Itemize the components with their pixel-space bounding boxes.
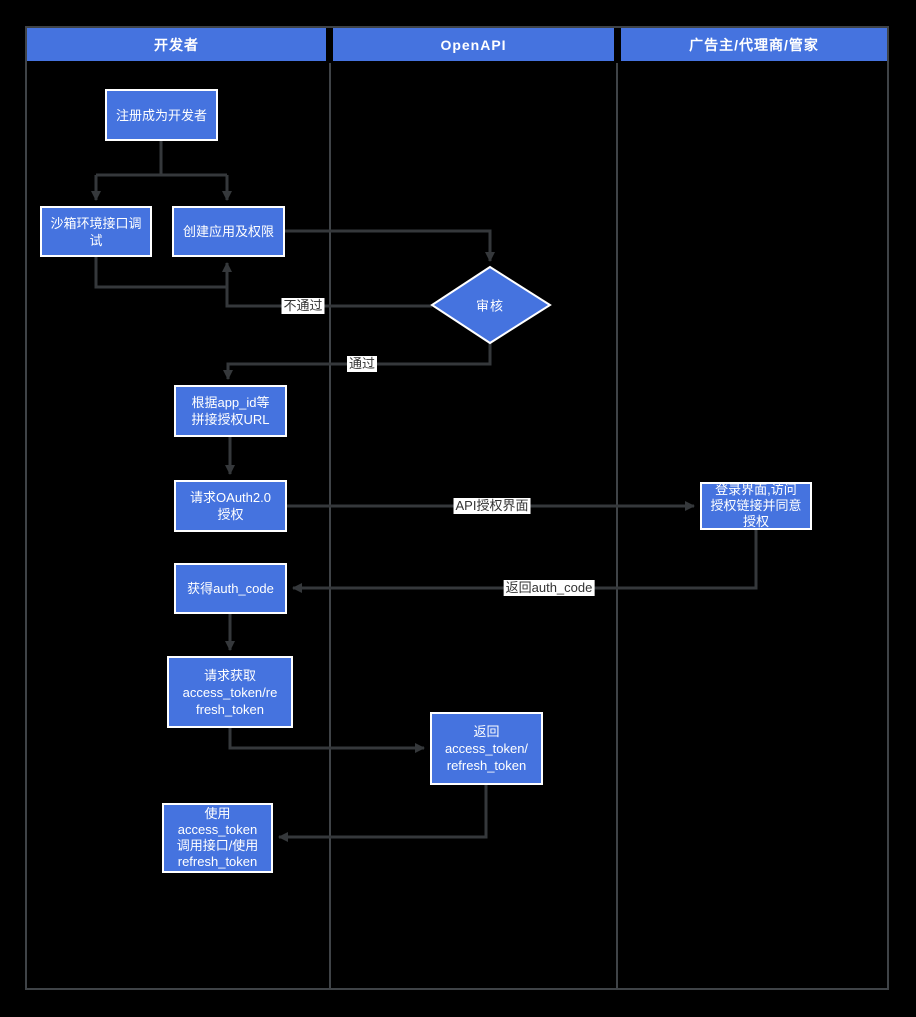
lane-header-openapi: OpenAPI — [333, 28, 614, 61]
node-build-auth-url: 根据app_id等 拼接授权URL — [174, 385, 287, 437]
node-request-token-label: 请求获取 access_token/re fresh_token — [182, 667, 278, 717]
node-return-token-label: 返回 access_token/ refresh_token — [444, 724, 529, 773]
edge-sandbox-loop — [94, 257, 227, 289]
edge-label-approve: 通过 — [346, 356, 378, 372]
node-sandbox-debug: 沙箱环境接口调 试 — [40, 206, 152, 257]
swimlane-outer-border — [25, 26, 889, 990]
node-use-token: 使用 access_token 调用接口/使用 refresh_token — [162, 803, 273, 873]
edge-label-return-auth-code: 返回auth_code — [503, 580, 595, 596]
edge-label-api-auth-page: API授权界面 — [453, 498, 531, 514]
node-review-label: 审核 — [475, 298, 505, 314]
lane-header-developer-label: 开发者 — [154, 36, 199, 53]
lane-header-developer: 开发者 — [27, 28, 326, 61]
node-request-token: 请求获取 access_token/re fresh_token — [167, 656, 293, 728]
edge-label-reject: 不通过 — [281, 298, 325, 314]
node-use-token-label: 使用 access_token 调用接口/使用 refresh_token — [176, 806, 259, 869]
node-login-authorize-label: 登录界面,访问 授权链接并同意 授权 — [710, 482, 802, 529]
lane-header-openapi-label: OpenAPI — [440, 36, 507, 53]
node-create-app-label: 创建应用及权限 — [182, 224, 274, 239]
node-request-oauth-label: 请求OAuth2.0 授权 — [190, 490, 271, 522]
node-get-auth-code-label: 获得auth_code — [187, 581, 274, 596]
edge-review-reject — [222, 262, 432, 308]
node-review-diamond — [430, 265, 552, 345]
edge-create-to-review — [285, 229, 495, 262]
node-request-oauth: 请求OAuth2.0 授权 — [174, 480, 287, 532]
node-build-auth-url-label: 根据app_id等 拼接授权URL — [191, 395, 270, 427]
node-return-token: 返回 access_token/ refresh_token — [430, 712, 543, 785]
edge-rettoken-to-usetoken — [278, 785, 488, 842]
node-login-authorize: 登录界面,访问 授权链接并同意 授权 — [700, 482, 812, 530]
lane-header-advertiser: 广告主/代理商/管家 — [621, 28, 887, 61]
node-get-auth-code: 获得auth_code — [174, 563, 287, 614]
edge-reqtoken-to-rettoken — [228, 728, 425, 753]
node-register-developer-label: 注册成为开发者 — [115, 107, 207, 123]
node-register-developer: 注册成为开发者 — [105, 89, 218, 141]
lane-separator-1 — [329, 63, 331, 990]
node-sandbox-debug-label: 沙箱环境接口调 试 — [50, 215, 142, 248]
lane-separator-2 — [616, 63, 618, 990]
edge-login-to-authcode — [292, 530, 758, 593]
node-create-app: 创建应用及权限 — [172, 206, 285, 257]
lane-header-advertiser-label: 广告主/代理商/管家 — [689, 36, 819, 53]
